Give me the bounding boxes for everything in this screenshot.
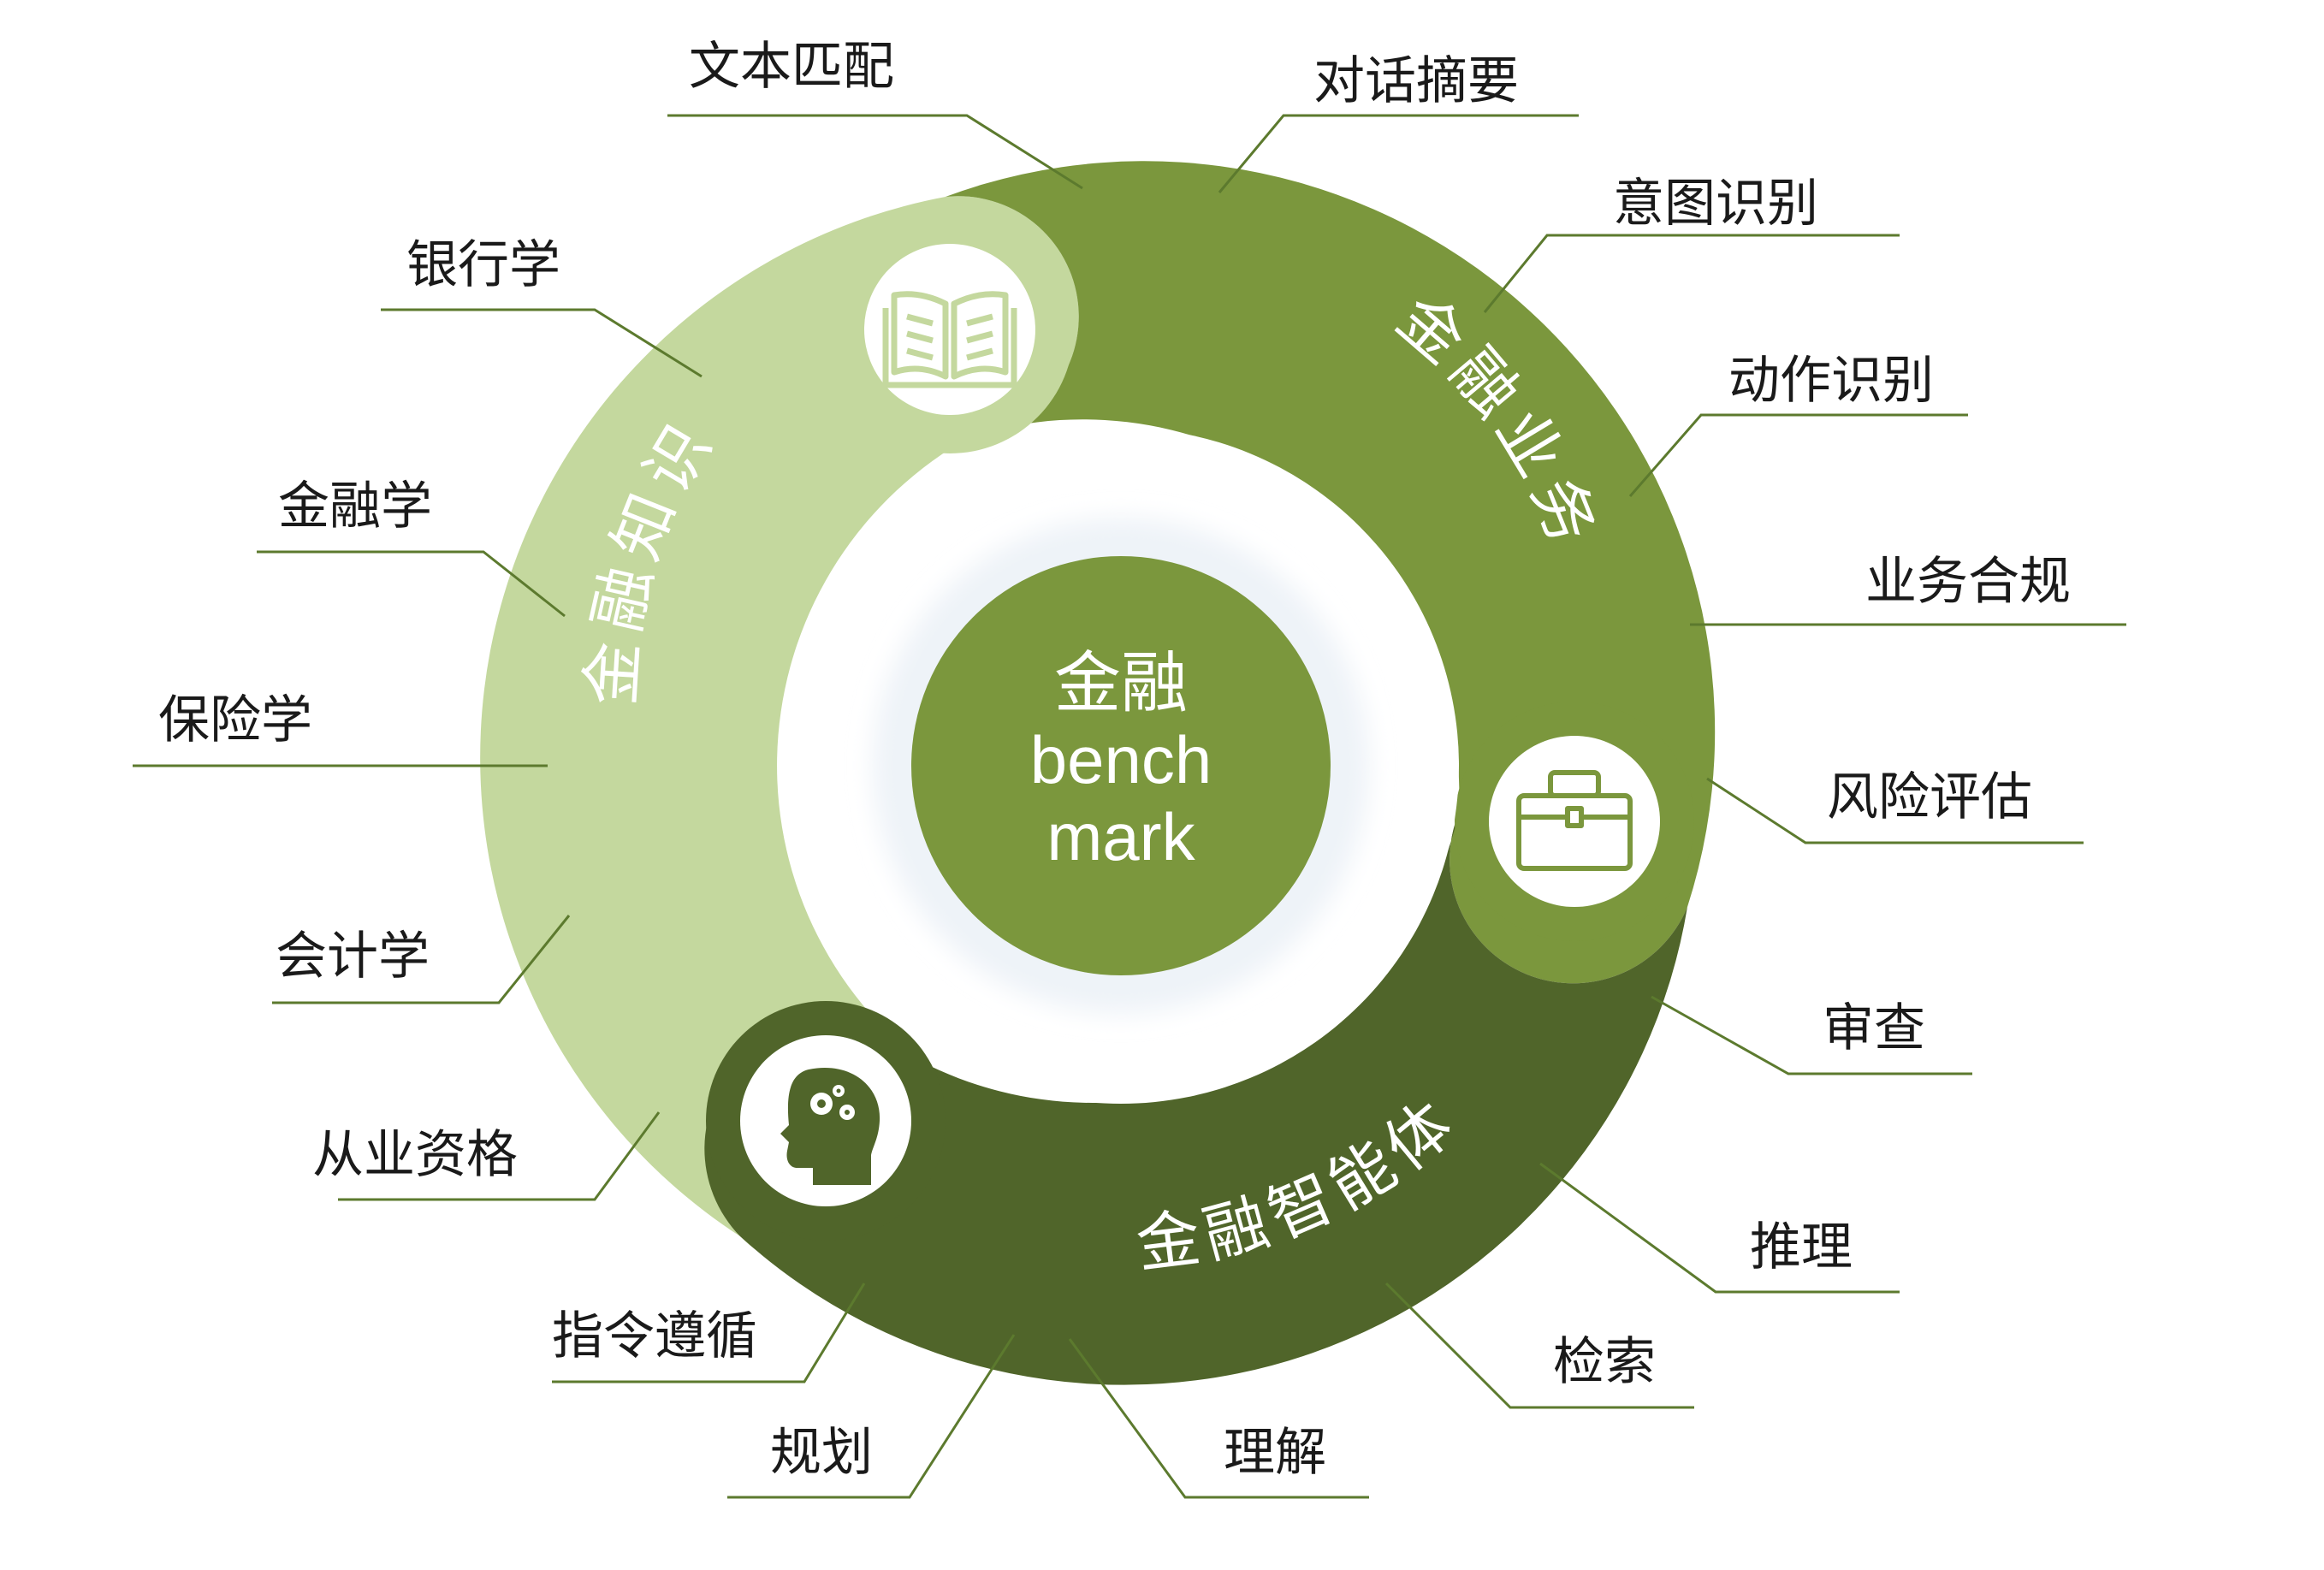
leaf-label-knowledge-5: 从业资格 <box>312 1125 518 1185</box>
leaf-label-agent-3: 理解 <box>1224 1423 1326 1483</box>
leaf-label-agent-0: 审查 <box>1823 998 1925 1058</box>
head-gears-icon <box>740 1035 911 1206</box>
leader-agent-0 <box>1651 995 1972 1075</box>
leaf-label-business-3: 业务合规 <box>1865 552 2071 612</box>
leaf-label-knowledge-0: 文本匹配 <box>689 37 894 97</box>
center-disc <box>911 556 1331 975</box>
leader-business-2 <box>1628 413 1968 497</box>
segment-agent <box>704 813 1687 1385</box>
leaf-label-knowledge-2: 金融学 <box>278 477 432 536</box>
leader-lines <box>133 114 2126 1499</box>
leaf-label-business-4: 风险评估 <box>1827 767 2032 827</box>
leader-business-0 <box>1218 114 1579 193</box>
book-icon <box>864 244 1035 415</box>
center-subtitle-line2: mark <box>1046 799 1195 874</box>
center-title: 金融 <box>1054 645 1188 720</box>
center-subtitle-line1: bench <box>1030 722 1212 797</box>
leaf-label-agent-1: 推理 <box>1750 1217 1853 1277</box>
leader-business-4 <box>1706 777 2084 844</box>
leaf-label-knowledge-4: 会计学 <box>276 927 430 986</box>
segment-knowledge <box>480 196 1079 1275</box>
leader-agent-2 <box>1384 1282 1694 1409</box>
leader-agent-5 <box>552 1283 866 1383</box>
leader-knowledge-5 <box>338 1111 661 1201</box>
leaf-label-agent-5: 指令遵循 <box>552 1306 757 1366</box>
toolbox-icon <box>1489 736 1660 907</box>
leaf-label-business-2: 动作识别 <box>1728 351 1934 411</box>
leader-knowledge-4 <box>272 915 571 1004</box>
leaf-label-knowledge-1: 银行学 <box>406 235 560 295</box>
leader-agent-4 <box>727 1334 1016 1499</box>
leader-knowledge-0 <box>667 114 1083 190</box>
leader-agent-3 <box>1068 1338 1369 1499</box>
leader-agent-1 <box>1539 1162 1900 1294</box>
leader-knowledge-1 <box>381 308 703 378</box>
leaf-label-business-0: 对话摘要 <box>1313 51 1519 111</box>
leaf-label-knowledge-3: 保险学 <box>158 690 312 750</box>
leader-business-1 <box>1483 234 1900 313</box>
leader-knowledge-2 <box>257 550 566 618</box>
leaf-label-agent-4: 规划 <box>770 1423 873 1483</box>
leaf-label-agent-2: 检索 <box>1553 1332 1656 1392</box>
leaf-labels: 文本匹配 银行学 金融学 保险学 会计学 从业资格 对话摘要 意图识别 动作识别… <box>158 37 2071 1483</box>
leaf-label-business-1: 意图识别 <box>1613 174 1818 234</box>
